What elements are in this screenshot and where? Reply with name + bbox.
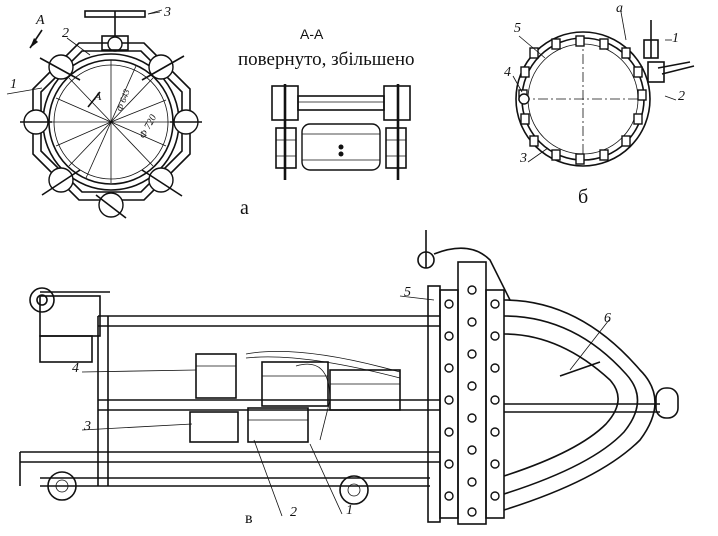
view-a-callout-section-mid: А <box>94 89 102 103</box>
section-aa-detail <box>271 84 411 180</box>
view-v-callout-2: 2 <box>290 505 297 520</box>
view-a-callout-section-top: А <box>36 13 45 28</box>
view-a-callout-3: 3 <box>164 5 171 20</box>
view-b-callout-a: а <box>616 1 623 16</box>
view-a-callout-2: 2 <box>62 26 69 41</box>
view-a-ring-assembly <box>6 9 202 219</box>
view-b-callout-5: 5 <box>514 21 521 36</box>
panel-label-a: а <box>240 197 249 219</box>
view-v-callout-3: 3 <box>84 419 91 434</box>
view-v-callout-4: 4 <box>72 361 79 376</box>
view-b-callout-2: 2 <box>678 89 685 104</box>
view-v-callout-1: 1 <box>346 503 353 518</box>
view-b-callout-3: 3 <box>520 151 527 166</box>
view-b-ring-assembly <box>512 11 695 167</box>
view-v-callout-5: 5 <box>404 285 411 300</box>
panel-label-b: б <box>578 186 589 208</box>
view-b-callout-4: 4 <box>504 65 511 80</box>
section-caption: повернуто, збільшено <box>238 49 415 70</box>
view-a-callout-1: 1 <box>10 77 17 92</box>
view-b-callout-1: 1 <box>672 31 679 46</box>
view-v-callout-6: 6 <box>604 311 611 326</box>
panel-label-v: в <box>245 510 253 527</box>
section-label: А-А <box>300 26 324 42</box>
view-v-machine-side <box>19 230 679 525</box>
